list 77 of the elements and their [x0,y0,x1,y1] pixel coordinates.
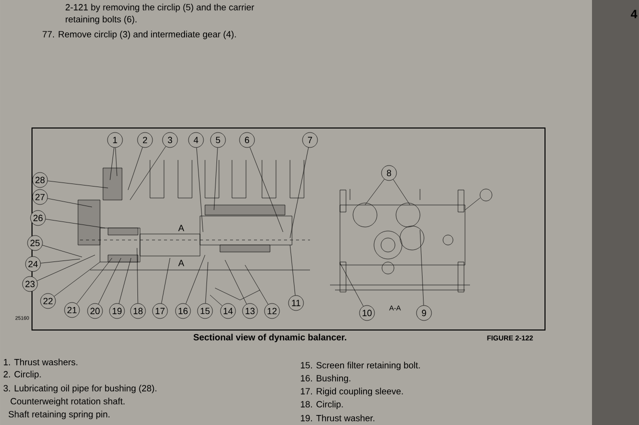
callout-number: 27 [32,189,48,205]
text-label: Shaft retaining spring pin. [8,410,110,420]
leader-line [290,244,296,296]
callout-number: 6 [239,132,255,148]
leader-line [224,260,247,304]
leader-line [54,262,100,297]
text-label: retaining bolts (6). [66,16,136,24]
leader-line [115,147,118,176]
callout-number: 12 [264,303,280,319]
balancer-section-drawing [78,160,310,300]
callout-number: 13 [242,303,258,319]
caption: Sectional view of dynamic balancer. [194,334,346,342]
leader-line [210,294,222,306]
text-label: 3. Lubricating oil pipe for bushing (28). [4,384,156,394]
callout-number: 23 [22,276,38,292]
leader-line [420,230,424,306]
leader-line [244,264,268,305]
callout-number: 19 [109,303,125,319]
leader-line [47,198,92,208]
callout-number: 4 [188,132,204,148]
leader-line [98,258,122,304]
text-label: 2. Circlip. [4,370,41,380]
leader-line [364,178,385,206]
leader-line [196,147,204,232]
text-label: 16. Bushing. [300,374,350,384]
text-label: 1. Thrust washers. [4,358,78,366]
leader-line [40,258,80,264]
leader-line [118,258,132,304]
text-label: 17. Rigid coupling sleeve. [300,388,403,396]
callout-number: 10 [359,305,375,321]
leader-line [45,218,106,228]
leader-line [186,254,206,304]
callout-number: 11 [288,295,304,311]
leader-line [136,248,138,304]
balancer-section-drawing [330,188,492,292]
callout-number: 25 [27,235,43,251]
leader-line [393,179,410,206]
leader-line [161,258,170,304]
leader-line [340,262,364,306]
callout-number: 16 [175,303,191,319]
text-label: 2-121 by removing the circlip (5) and the carrier [66,4,254,12]
callout-number: 9 [416,305,432,321]
callout-number: 17 [152,303,168,319]
text-label: 18. Circlip. [300,400,343,410]
leader-line [110,147,114,180]
text-label: 77. Remove circlip (3) and intermediate gear (4). [42,30,236,40]
leader-line [36,254,96,282]
text-label: 19. Thrust washer. [300,414,374,422]
text-label: A [178,224,184,232]
callout-number: 7 [302,132,318,148]
text-label: 4 [630,10,638,18]
callout-number: 14 [220,303,236,319]
callout-number: 28 [32,172,48,188]
text-label: A [178,260,184,266]
callout-number: 2 [137,132,153,148]
text-label: Counterweight rotation shaft. [10,398,124,406]
leader-line [290,147,309,238]
text-label: 15. Screen filter retaining bolt. [300,362,420,370]
leader-line [42,245,82,258]
callout-number: 3 [162,132,178,148]
callout-number: 18 [130,303,146,319]
callout-number: 5 [210,132,226,148]
leader-line [47,180,108,188]
callout-number: 15 [197,303,213,319]
callout-number: 26 [30,210,46,226]
leader-line [214,147,218,210]
leader-line [130,146,166,200]
callout-number: 22 [40,293,56,309]
leader-line [128,147,143,190]
callout-number: 8 [381,165,397,181]
leader-line [250,146,284,232]
callout-number: 24 [25,256,41,272]
callout-number: 1 [107,132,123,148]
leader-line [205,262,208,304]
callout-number: 20 [87,303,103,319]
callout-number: 21 [64,302,80,318]
leader-line [76,258,112,304]
